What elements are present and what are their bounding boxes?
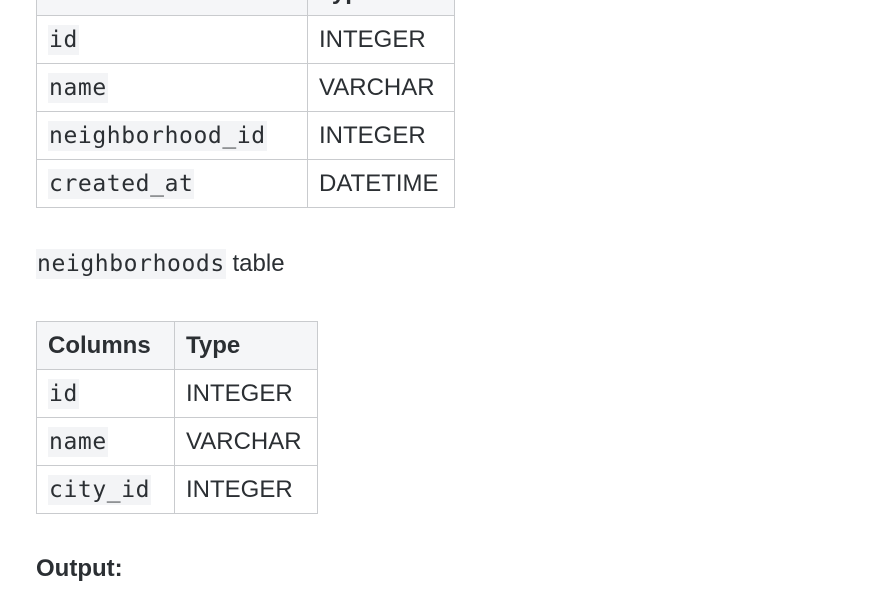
table-caption: neighborhoods table bbox=[36, 249, 285, 279]
table-row: created_at DATETIME bbox=[36, 159, 455, 208]
output-heading: Output: bbox=[36, 555, 123, 582]
column-name: id bbox=[48, 24, 79, 55]
column-type: INTEGER bbox=[174, 369, 318, 418]
column-header: Columns bbox=[36, 321, 175, 370]
column-type: VARCHAR bbox=[174, 417, 318, 466]
neighborhoods-schema-table: Columns Type id INTEGER name VARCHAR cit… bbox=[36, 321, 318, 514]
table-row: name VARCHAR bbox=[36, 63, 455, 112]
table-name: neighborhoods bbox=[36, 249, 226, 279]
column-type: INTEGER bbox=[307, 111, 455, 160]
column-type: DATETIME bbox=[307, 159, 455, 208]
caption-text: table bbox=[225, 250, 285, 277]
column-name: city_id bbox=[48, 474, 152, 505]
users-schema-table: Columns Type id INTEGER name VARCHAR nei… bbox=[36, 0, 455, 208]
table-row: city_id INTEGER bbox=[36, 465, 318, 514]
column-name: id bbox=[48, 378, 79, 409]
table-header-row: Columns Type bbox=[36, 321, 318, 370]
table-row: id INTEGER bbox=[36, 369, 318, 418]
column-type: INTEGER bbox=[174, 465, 318, 514]
table-row: name VARCHAR bbox=[36, 417, 318, 466]
column-header: Type bbox=[307, 0, 455, 16]
table-row: neighborhood_id INTEGER bbox=[36, 111, 455, 160]
column-type: INTEGER bbox=[307, 15, 455, 64]
column-header: Columns bbox=[36, 0, 308, 16]
table-row: id INTEGER bbox=[36, 15, 455, 64]
column-type: VARCHAR bbox=[307, 63, 455, 112]
column-name: neighborhood_id bbox=[48, 120, 267, 151]
column-name: created_at bbox=[48, 168, 195, 199]
column-name: name bbox=[48, 72, 108, 103]
column-name: name bbox=[48, 426, 108, 457]
table-header-row: Columns Type bbox=[36, 0, 455, 16]
column-header: Type bbox=[174, 321, 318, 370]
